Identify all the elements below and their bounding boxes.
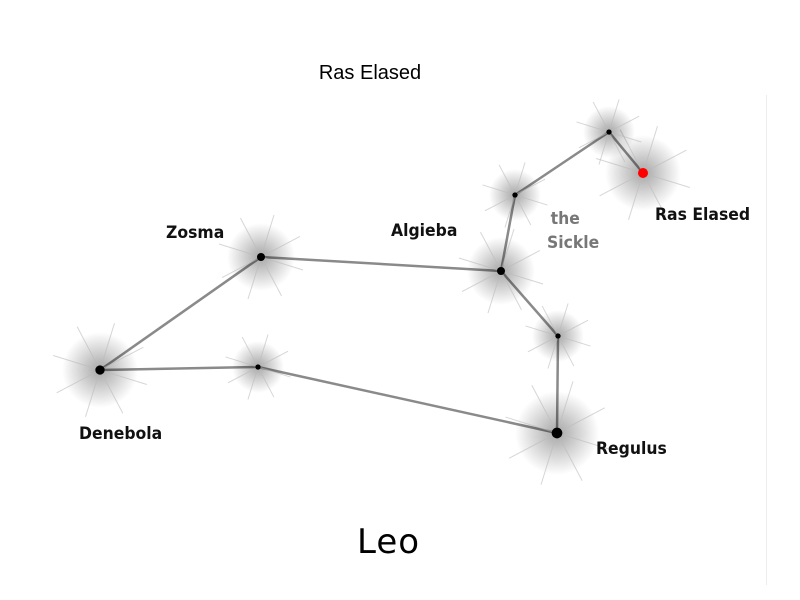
star-label-regulus: Regulus: [596, 439, 667, 459]
constellation-line: [257, 365, 558, 435]
star-s1: [482, 162, 548, 228]
star-label-denebola: Denebola: [79, 424, 163, 444]
caption: Ras Elased: [318, 62, 422, 84]
star-alg: [458, 228, 544, 314]
star-mid: [225, 334, 291, 400]
star-s2: [525, 303, 591, 369]
star-reg: [505, 381, 609, 485]
star-den: [53, 323, 147, 417]
star-label-ras-elased: Ras Elased: [655, 205, 751, 225]
star-ras: [596, 126, 690, 220]
asterism-label-sickle: the Sickle: [547, 207, 599, 255]
sickle-line-2: Sickle: [547, 233, 600, 253]
constellation-title: Leo: [357, 522, 421, 562]
constellation-line: [260, 255, 502, 273]
star-top: [576, 99, 642, 165]
star-label-zosma: Zosma: [166, 223, 225, 243]
star-zos: [218, 214, 304, 300]
star-label-algieba: Algieba: [391, 221, 458, 241]
sickle-line-1: the: [550, 209, 580, 229]
diagram-frame: [50, 95, 767, 585]
